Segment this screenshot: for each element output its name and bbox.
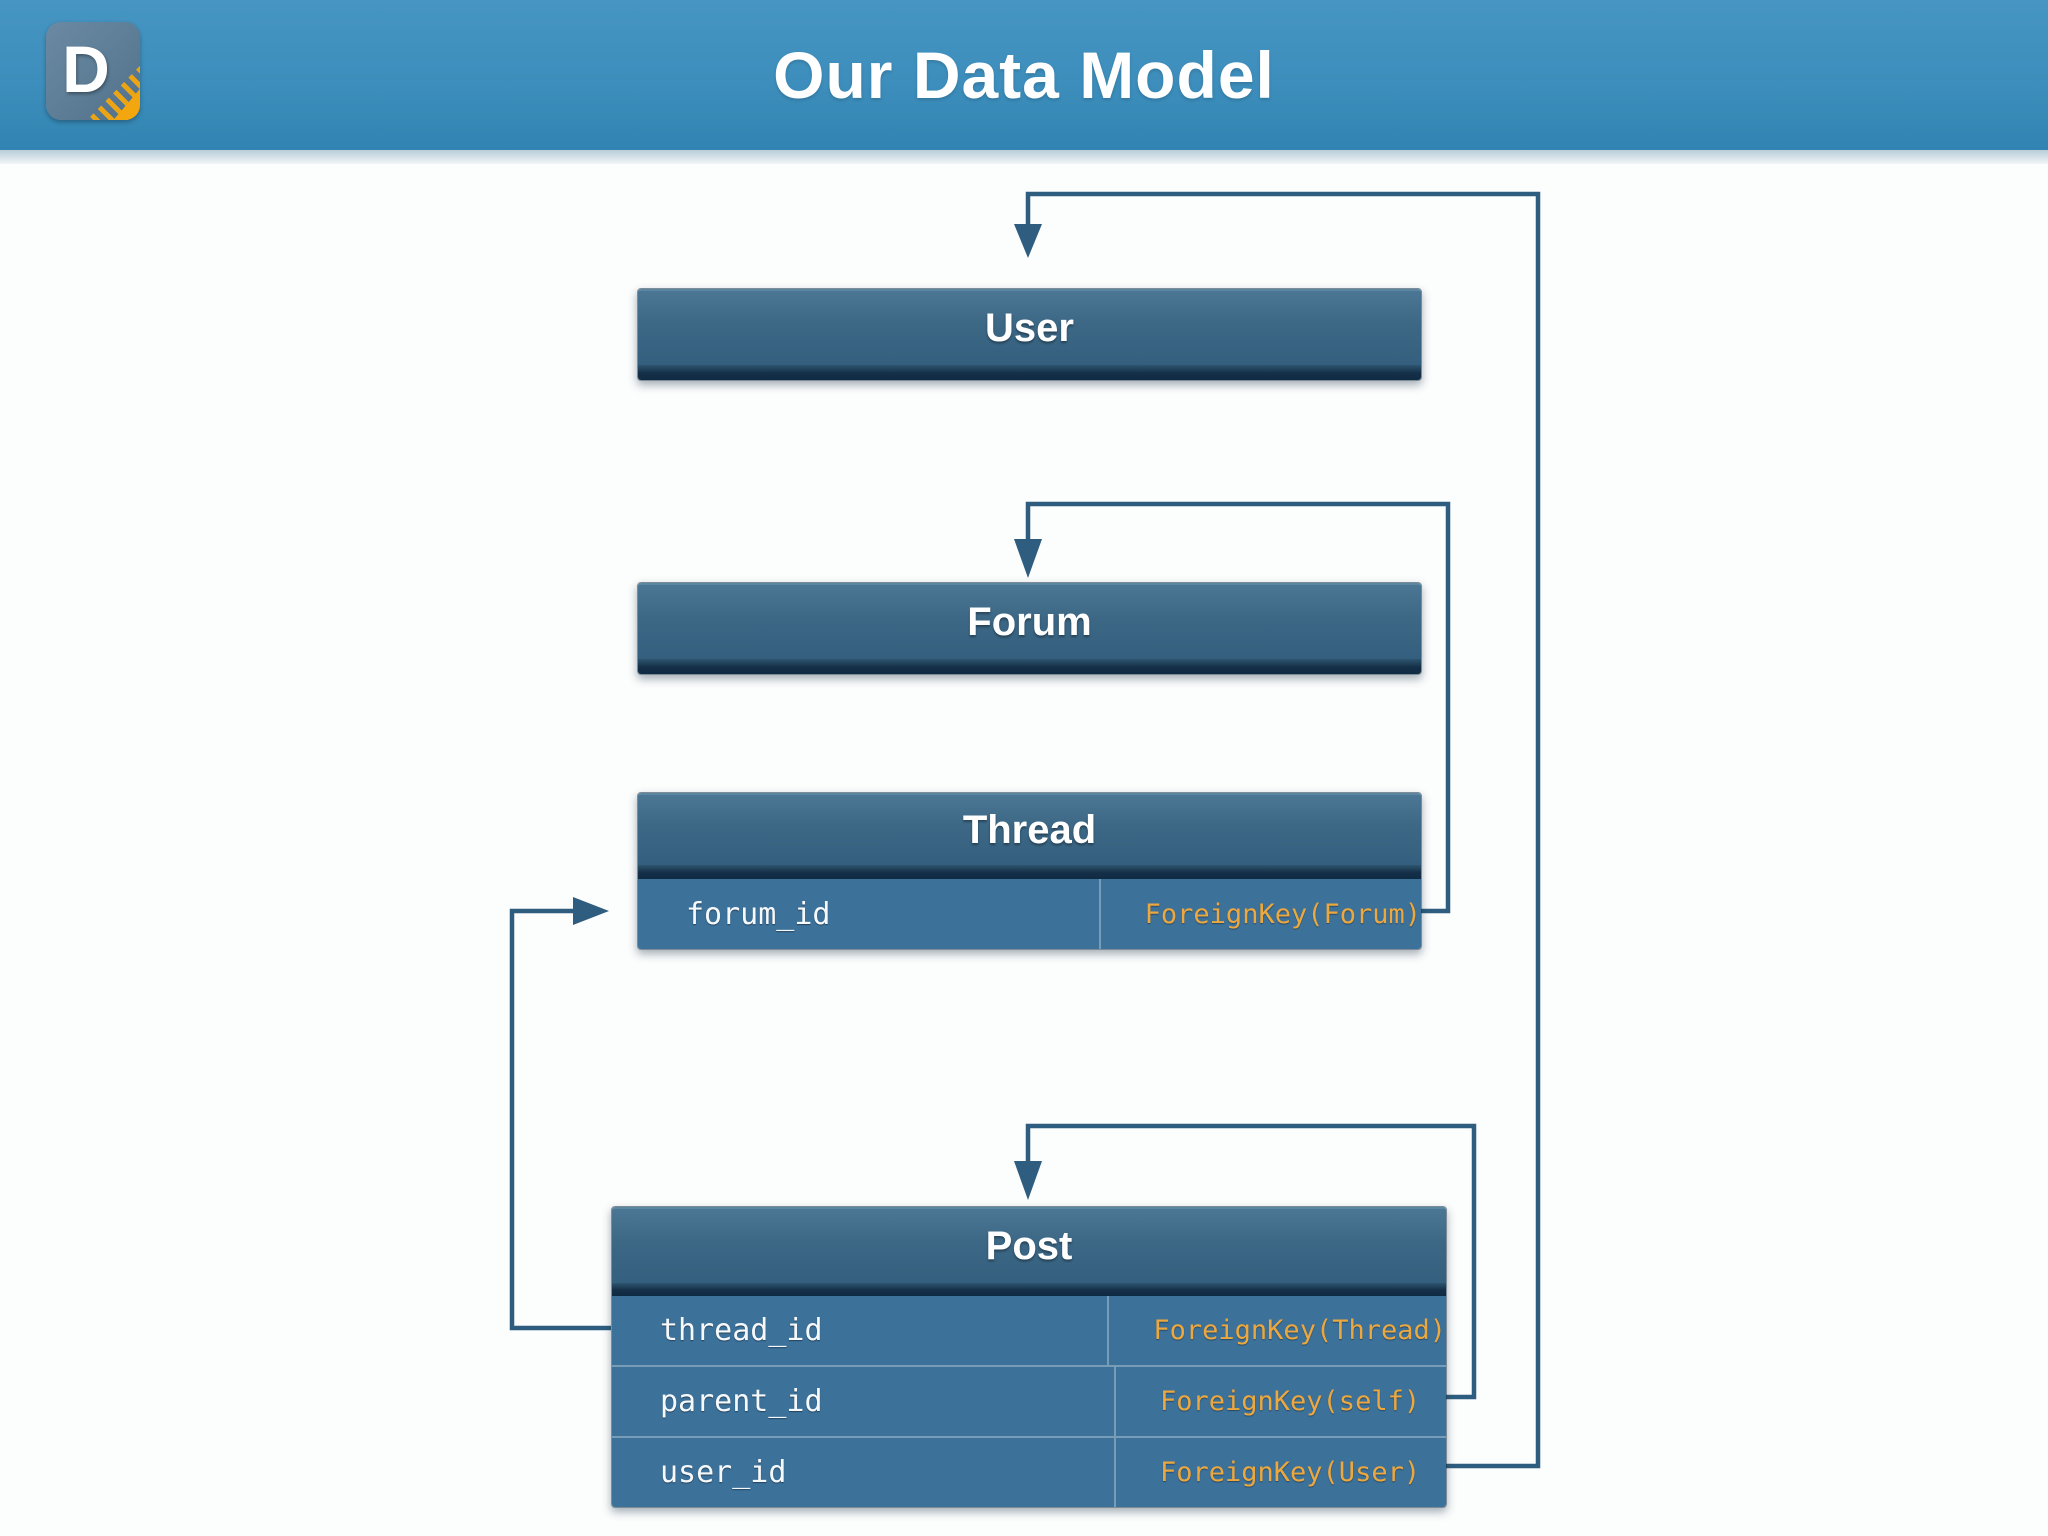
table-user-strip bbox=[638, 365, 1421, 380]
field-row-user-id: user_id ForeignKey(User) bbox=[612, 1436, 1446, 1507]
diagram-canvas: User Forum Thread forum_id ForeignKey(Fo… bbox=[0, 164, 2048, 1536]
table-post-rows: thread_id ForeignKey(Thread) parent_id F… bbox=[612, 1296, 1446, 1507]
table-post: Post thread_id ForeignKey(Thread) parent… bbox=[611, 1206, 1447, 1508]
logo-letter: D bbox=[62, 32, 110, 106]
table-thread-title: Thread bbox=[962, 807, 1097, 852]
table-thread-strip bbox=[638, 865, 1421, 879]
table-user-header: User bbox=[638, 289, 1421, 365]
field-name: user_id bbox=[660, 1455, 787, 1490]
field-name: forum_id bbox=[686, 896, 831, 932]
table-post-title: Post bbox=[985, 1223, 1073, 1268]
table-thread: Thread forum_id ForeignKey(Forum) bbox=[637, 792, 1422, 950]
field-type: ForeignKey(self) bbox=[1114, 1367, 1446, 1436]
field-type: ForeignKey(Thread) bbox=[1107, 1296, 1446, 1365]
header-divider bbox=[0, 150, 2048, 164]
table-post-strip bbox=[612, 1283, 1446, 1296]
field-type: ForeignKey(User) bbox=[1114, 1438, 1446, 1507]
arrow-post-thread bbox=[509, 897, 611, 1331]
table-forum-title: Forum bbox=[967, 599, 1092, 644]
field-row-forum-id: forum_id ForeignKey(Forum) bbox=[638, 879, 1421, 949]
table-forum-header: Forum bbox=[638, 583, 1421, 659]
slide-header: D Our Data Model bbox=[0, 0, 2048, 150]
field-row-parent-id: parent_id ForeignKey(self) bbox=[612, 1365, 1446, 1436]
field-row-thread-id: thread_id ForeignKey(Thread) bbox=[612, 1296, 1446, 1365]
table-forum-strip bbox=[638, 659, 1421, 674]
table-thread-rows: forum_id ForeignKey(Forum) bbox=[638, 879, 1421, 949]
field-type: ForeignKey(Forum) bbox=[1098, 879, 1421, 949]
field-name: parent_id bbox=[660, 1384, 823, 1419]
slide-title: Our Data Model bbox=[773, 38, 1275, 112]
table-thread-header: Thread bbox=[638, 793, 1421, 865]
table-user: User bbox=[637, 288, 1422, 381]
table-post-header: Post bbox=[612, 1207, 1446, 1283]
table-user-title: User bbox=[985, 305, 1074, 350]
app-logo: D bbox=[46, 22, 140, 120]
field-name: thread_id bbox=[660, 1313, 823, 1348]
table-forum: Forum bbox=[637, 582, 1422, 675]
